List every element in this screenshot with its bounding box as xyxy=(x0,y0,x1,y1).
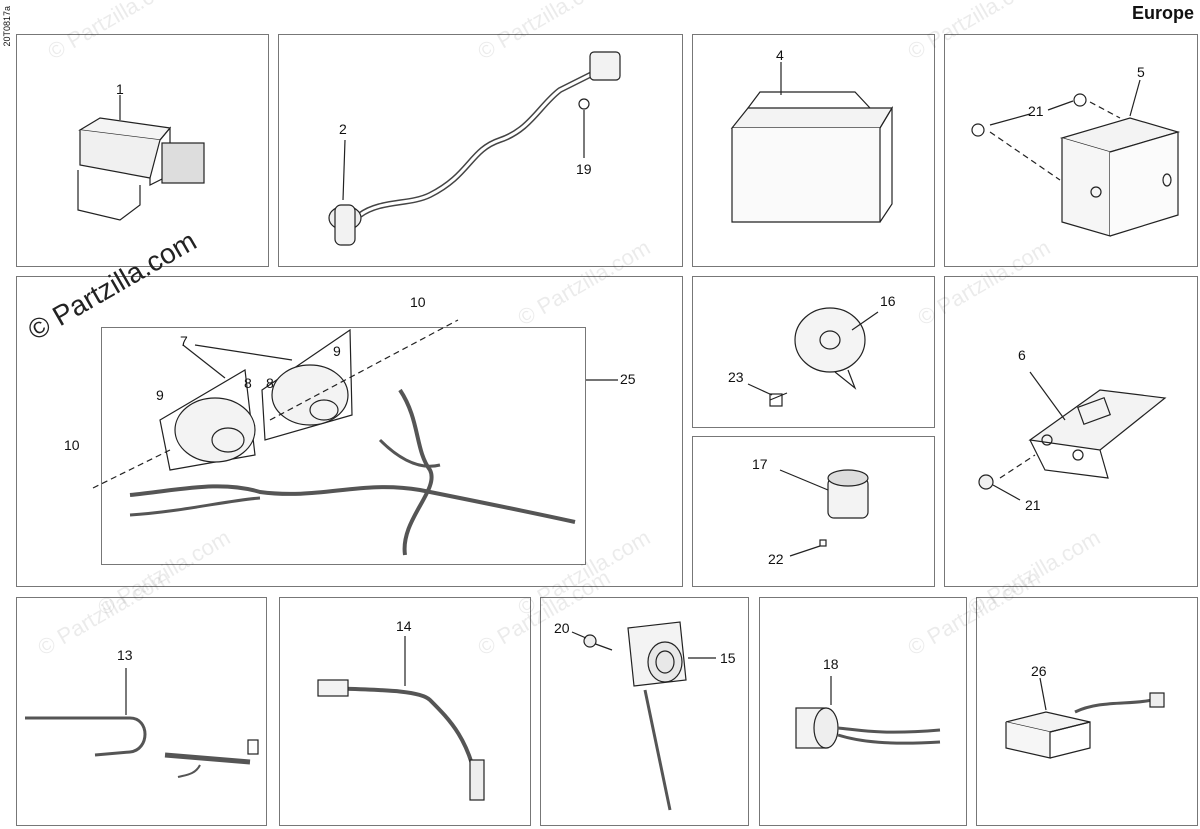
part-26-drawing xyxy=(1005,677,1165,759)
callout-1: 1 xyxy=(116,81,124,97)
part-4-drawing xyxy=(730,62,894,223)
panel-part-18 xyxy=(759,597,967,826)
part-13-drawing xyxy=(25,668,259,778)
callout-2: 2 xyxy=(339,121,347,137)
callout-6: 6 xyxy=(1018,347,1026,363)
callout-9: 9 xyxy=(156,387,164,403)
callout-18: 18 xyxy=(823,656,839,672)
part-15-drawing xyxy=(571,621,716,811)
callout-26: 26 xyxy=(1031,663,1047,679)
callout-20: 20 xyxy=(554,620,570,636)
panel-part-26 xyxy=(976,597,1198,826)
callout-10: 10 xyxy=(410,294,426,310)
part-1-drawing xyxy=(77,95,205,221)
part-14-drawing xyxy=(317,636,485,801)
callout-13: 13 xyxy=(117,647,133,663)
callout-5: 5 xyxy=(1137,64,1145,80)
callout-8: 8 xyxy=(244,375,252,391)
callout-15: 15 xyxy=(720,650,736,666)
callout-19: 19 xyxy=(576,161,592,177)
callout-8: 8 xyxy=(266,375,274,391)
callout-16: 16 xyxy=(880,293,896,309)
callout-25: 25 xyxy=(620,371,636,387)
callout-22: 22 xyxy=(768,551,784,567)
panel-part-17 xyxy=(692,436,935,587)
part-6-drawing xyxy=(978,371,1167,501)
callout-14: 14 xyxy=(396,618,412,634)
panel-part-14 xyxy=(279,597,531,826)
part-18-drawing xyxy=(795,676,941,749)
part-5-drawing xyxy=(971,79,1181,237)
part-17-drawing xyxy=(779,469,869,557)
panel-part-13 xyxy=(16,597,267,826)
callout-7: 7 xyxy=(180,333,188,349)
part-16-drawing xyxy=(747,307,879,407)
callout-23: 23 xyxy=(728,369,744,385)
callout-17: 17 xyxy=(752,456,768,472)
region-label: Europe xyxy=(1131,3,1194,23)
part-25-drawing xyxy=(92,319,618,556)
part-2-drawing xyxy=(328,51,621,246)
callout-21: 21 xyxy=(1025,497,1041,513)
callout-10: 10 xyxy=(64,437,80,453)
callout-21: 21 xyxy=(1028,103,1044,119)
callout-9: 9 xyxy=(333,343,341,359)
callout-4: 4 xyxy=(776,47,784,63)
